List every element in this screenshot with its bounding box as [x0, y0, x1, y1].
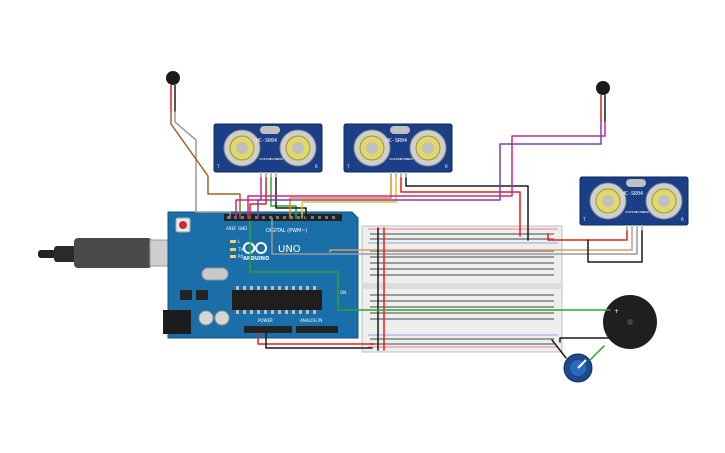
- sensor-1-pin-gnd: GND: [276, 157, 284, 161]
- sensor-1-pin-trig: TRIG: [263, 157, 272, 161]
- breadboard: [361, 225, 563, 353]
- sensor-2-pin-echo: ECHO: [400, 157, 409, 161]
- power-header[interactable]: [244, 326, 292, 333]
- gnd-label: GND: [238, 226, 247, 231]
- analog-label: ANALOG IN: [300, 318, 322, 323]
- buzzer-plus-label: +: [614, 308, 619, 315]
- sensor-1-side-right: R: [315, 164, 318, 169]
- sensor-3-pin-echo: ECHO: [636, 210, 645, 214]
- ultrasonic-sensor-3: HC-SR04 T R VCC TRIG ECHO GND: [579, 176, 689, 231]
- arduino-logo-icon: [243, 242, 267, 254]
- sensor-1-side-left: T: [216, 164, 220, 169]
- atmega-chip: [232, 290, 322, 310]
- ultrasonic-sensor-1: HC-SR04 T R VCC TRIG ECHO GND: [213, 123, 323, 178]
- led-label-rx: RX: [238, 254, 244, 259]
- power-jack[interactable]: [163, 310, 191, 334]
- sensor-3-pin-gnd: GND: [642, 210, 650, 214]
- sensor-2-pin-gnd: GND: [406, 157, 414, 161]
- digital-label: DIGITAL (PWM~): [266, 228, 308, 234]
- sensor-1-label: HC-SR04: [256, 138, 277, 144]
- arduino-uno-board: AREF GND DIGITAL (PWM~) L TX RX ARDUINO …: [163, 211, 359, 339]
- power-label: POWER: [258, 318, 273, 323]
- piezo-buzzer: +: [603, 295, 657, 349]
- sensor-3-pin-trig: TRIG: [629, 210, 638, 214]
- sensor-3-label: HC-SR04: [622, 191, 643, 197]
- led-label-l: L: [238, 239, 241, 244]
- arduino-logo-text: ARDUINO: [243, 256, 269, 262]
- sensor-2-side-right: R: [445, 164, 448, 169]
- wires: [170, 111, 643, 361]
- sensor-2-label: HC-SR04: [386, 138, 407, 144]
- on-label: ON: [340, 290, 346, 295]
- analog-header[interactable]: [296, 326, 338, 333]
- ultrasonic-sensor-2: HC-SR04 T R VCC TRIG ECHO GND: [343, 123, 453, 178]
- vibration-motor-2: [596, 81, 610, 122]
- sensor-2-pin-trig: TRIG: [393, 157, 402, 161]
- sensor-1-pin-echo: ECHO: [270, 157, 279, 161]
- sensor-2-side-left: T: [346, 164, 350, 169]
- potentiometer[interactable]: [563, 353, 593, 383]
- sensor-2-pin-vcc: VCC: [389, 157, 395, 161]
- sensor-1-pin-vcc: VCC: [259, 157, 265, 161]
- sensor-3-side-left: T: [582, 217, 586, 222]
- vibration-motor-1: [166, 71, 180, 112]
- led-label-tx: TX: [237, 247, 243, 252]
- arduino-model-text: UNO: [278, 244, 301, 255]
- sensor-3-side-right: R: [681, 217, 684, 222]
- aref-label: AREF: [226, 226, 237, 231]
- usb-cable: [38, 238, 177, 268]
- sensor-3-pin-vcc: VCC: [625, 210, 631, 214]
